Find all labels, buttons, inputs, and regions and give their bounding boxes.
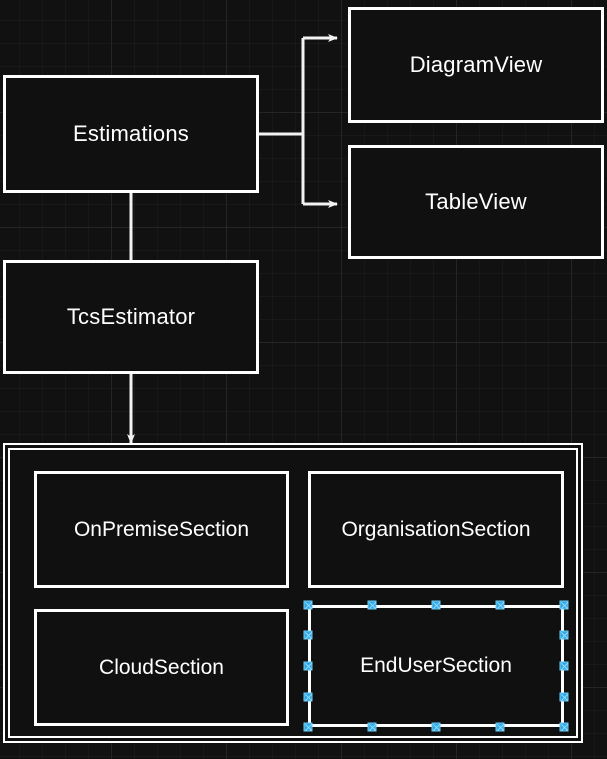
selection-handle-nw[interactable] (304, 601, 312, 609)
selection-handle-s1[interactable] (368, 723, 376, 731)
node-tableview[interactable]: TableView (348, 145, 604, 259)
selection-handle-n1[interactable] (368, 601, 376, 609)
selection-handle-sw[interactable] (304, 723, 312, 731)
selection-handle-w2[interactable] (304, 693, 312, 701)
selection-handle-s[interactable] (432, 723, 440, 731)
selection-handle-w1[interactable] (304, 631, 312, 639)
node-estimations[interactable]: Estimations (3, 75, 259, 193)
node-estimations-label: Estimations (73, 121, 189, 146)
selection-handle-n[interactable] (432, 601, 440, 609)
selection-handle-n2[interactable] (496, 601, 504, 609)
node-onpremisesection[interactable]: OnPremiseSection (34, 471, 289, 588)
node-tcsestimator[interactable]: TcsEstimator (3, 260, 259, 374)
node-cloudsection-label: CloudSection (99, 655, 224, 679)
selection-handle-w[interactable] (304, 662, 312, 670)
node-diagramview[interactable]: DiagramView (348, 7, 604, 123)
selection-handles (304, 601, 568, 731)
selection-handle-e2[interactable] (560, 693, 568, 701)
node-onpremisesection-label: OnPremiseSection (73, 517, 250, 541)
node-organisationsection[interactable]: OrganisationSection (308, 471, 564, 588)
edge-estimations-to-views (259, 34, 338, 208)
selection-handle-e[interactable] (560, 662, 568, 670)
selection-handle-ne[interactable] (560, 601, 568, 609)
node-diagramview-label: DiagramView (409, 52, 543, 77)
node-cloudsection[interactable]: CloudSection (34, 609, 289, 726)
selection-handle-s2[interactable] (496, 723, 504, 731)
sections-container-inner: OnPremiseSection OrganisationSection Clo… (8, 448, 578, 738)
node-tableview-label: TableView (425, 189, 527, 214)
node-endusersection-label: EndUserSection (360, 654, 512, 677)
node-tcsestimator-label: TcsEstimator (66, 304, 196, 329)
selection-handle-e1[interactable] (560, 631, 568, 639)
sections-container[interactable]: OnPremiseSection OrganisationSection Clo… (3, 443, 583, 743)
node-organisationsection-label: OrganisationSection (341, 517, 531, 541)
selection-handle-se[interactable] (560, 723, 568, 731)
